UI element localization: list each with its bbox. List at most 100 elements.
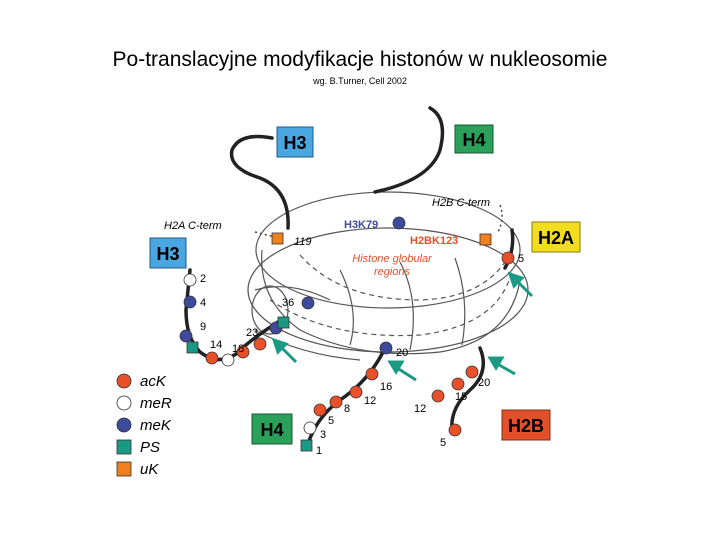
marker-h2b-15-acK [451,377,465,391]
h2a-box [531,221,581,253]
globular-text-1: Histone globular [352,253,433,265]
marker-h2b-12-acK [431,389,445,403]
num-h2b-15: 15 [455,391,467,403]
marker-h2a-5-acK [501,251,515,265]
num-h3-18: 18 [232,343,244,355]
legend-symbol-uk [116,461,132,477]
legend-symbol-ack [116,373,132,389]
marker-h4-16-acK [365,367,379,381]
h4-top-label: H4 [462,130,485,150]
num-h2b-20: 20 [478,377,490,389]
cterm-dotted-lines [254,204,503,239]
num-h4-12: 12 [364,395,376,407]
h2b-label: H2B [508,416,544,436]
h4-top-box [454,124,494,154]
n119-text: 119 [294,236,312,248]
page-subtitle: wg. B.Turner, Cell 2002 [313,76,407,86]
arrows [271,271,534,382]
core-bottom-ellipse [247,227,529,353]
dna-wrap-1 [254,286,331,301]
marker-h3-17-meR [221,353,235,367]
num-h3-36: 36 [282,297,294,309]
dna-end-left [251,285,289,335]
legend-symbol-ps [116,439,132,455]
modification-markers [179,216,515,452]
marker-h4-8-acK [329,395,343,409]
arrow-h3-head [271,337,289,355]
num-h2b-5: 5 [440,437,446,449]
arrow-h2b-head [487,356,505,371]
dna-wrap-2 [254,329,361,361]
marker-h4-12-acK [349,385,363,399]
legend-label-uk: uK [140,461,159,478]
num-h2b-12: 12 [414,403,426,415]
arrow-h4-head [387,360,405,375]
num-h3-14: 14 [210,339,222,351]
h3-top-label: H3 [283,133,306,153]
marker-h3-28-PS [277,316,290,329]
num-h3-9: 9 [200,321,206,333]
marker-h4-3-meR [303,421,317,435]
num-h3-4: 4 [200,297,206,309]
num-h4-3: 3 [320,429,326,441]
marker-h3-18-acK [236,345,250,359]
marker-h3-4-meK [183,295,197,309]
h3-left-label: H3 [156,244,179,264]
marker-h3-2-meR [183,273,197,287]
h2a-label: H2A [538,228,574,248]
legend-label-ps: PS [140,439,160,456]
legend-symbol-mer [116,395,132,411]
figure-labels: H2A C-term H2B C-term H3K79 H2BK123 119 … [164,197,490,278]
h4-bottom-label: H4 [260,420,283,440]
h2a-cterm-text: H2A C-term [164,220,222,232]
marker-h3-23-acK [253,337,267,351]
page-title: Po-translacyjne modyfikacje histonów w n… [112,48,608,71]
legend-label-mek: meK [140,417,172,434]
h3-left-box [149,237,187,269]
residue-numbers: 5 2 4 9 14 18 23 36 20 16 12 8 5 3 1 20 … [200,253,524,457]
core-top-ellipse [255,191,521,309]
num-h3-2: 2 [200,273,206,285]
legend-symbol-mek [116,417,132,433]
tail-h4-top [373,106,445,194]
num-h4-8: 8 [344,403,350,415]
core-divider-3 [454,257,466,346]
marker-h3k79-meK [392,216,406,230]
marker-h3-14-acK [205,351,219,365]
num-h3-23: 23 [246,327,258,339]
num-h2a-5: 5 [518,253,524,265]
marker-h4-20-meK [379,341,393,355]
num-h4-1: 1 [316,445,322,457]
histone-boxes: H3 H4 H3 H2A H4 H2B [149,124,581,445]
h2bk123-text: H2BK123 [410,235,458,247]
num-h4-5: 5 [328,415,334,427]
marker-h2bk123-uK [479,233,492,246]
arrow-h2a-head [507,271,525,289]
h2b-cterm-text: H2B C-term [432,197,490,209]
tail-h3-top [229,134,290,230]
globular-text-2: regions [374,266,411,278]
legend-label-mer: meR [140,395,172,412]
h3k79-text: H3K79 [344,219,378,231]
core-dashed-2 [299,254,506,301]
tail-h2b [450,346,486,432]
core-divider-1 [339,269,354,346]
marker-h2b-5-acK [448,423,462,437]
num-h4-20: 20 [396,347,408,359]
h3-top-box [276,126,314,158]
marker-h4-5-acK [313,403,327,417]
core-dashed-1 [269,269,513,337]
h4-bottom-box [251,413,293,445]
marker-119-uK [271,232,284,245]
legend: acK meR meK PS uK [116,373,172,478]
h2b-box [501,409,551,441]
tail-h2a [503,228,515,270]
marker-h3-10-PS [186,341,199,354]
marker-h3-9-meK [179,329,193,343]
marker-h4-1-PS [300,439,313,452]
num-h4-16: 16 [380,381,392,393]
marker-h3-36-meK [301,296,315,310]
h2b-cterm-line [497,204,503,233]
legend-label-ack: acK [140,373,167,390]
